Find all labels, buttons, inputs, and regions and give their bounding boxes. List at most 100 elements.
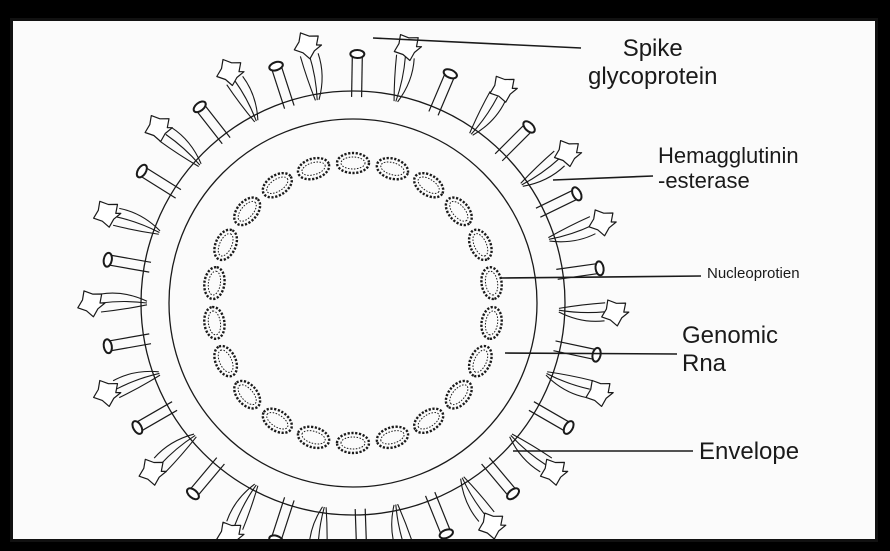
spike-stem xyxy=(326,507,327,539)
he-tube-side xyxy=(199,464,225,495)
hemagglutinin-esterase xyxy=(135,163,181,198)
he-tube-side xyxy=(272,497,284,535)
he-tube-side xyxy=(352,57,353,97)
he-cap xyxy=(438,528,454,539)
rna-loop xyxy=(410,168,448,202)
rna-loop xyxy=(374,423,410,451)
rna-loop xyxy=(295,423,331,451)
hemagglutinin-esterase xyxy=(536,186,584,217)
he-tube-side xyxy=(489,458,515,489)
spike-stem xyxy=(113,225,159,234)
spike-head xyxy=(139,459,166,485)
hemagglutinin-esterase xyxy=(185,458,224,502)
he-tube-side xyxy=(495,126,523,154)
he-tube-side xyxy=(205,106,230,138)
rna-coil xyxy=(229,193,265,230)
rna-loop-inner xyxy=(415,409,442,432)
he-cap xyxy=(442,67,458,80)
spike-head xyxy=(555,141,582,167)
hemagglutinin-esterase xyxy=(482,458,521,502)
rna-loop-inner xyxy=(484,270,499,295)
he-tube-side xyxy=(553,351,592,359)
spike-label-line2: glycoprotein xyxy=(588,63,717,91)
he-cap xyxy=(130,419,144,435)
spike-stem xyxy=(235,485,257,526)
spike-stem xyxy=(101,305,147,312)
rna-loop xyxy=(258,404,296,438)
spike-stem xyxy=(559,310,605,312)
nucleoprotein-label: Nucleoprotien xyxy=(707,265,800,282)
spike-head xyxy=(602,300,629,326)
spike-glycoproteins xyxy=(78,33,629,539)
viral-envelope xyxy=(141,91,565,515)
genomic-rna-label: Genomic Rna xyxy=(682,322,778,377)
spike-glycoprotein xyxy=(94,201,160,234)
genomic-label-line1: Genomic xyxy=(682,322,778,349)
spike-stem xyxy=(243,76,258,120)
spike-head xyxy=(145,116,172,142)
hemagglutinin-esterase xyxy=(529,402,576,436)
hemagglutinin-esterase xyxy=(192,99,230,143)
he-cap xyxy=(192,99,208,114)
hemagglutinin-esterase xyxy=(268,60,294,108)
rna-coil xyxy=(295,423,331,451)
spike-glycoprotein xyxy=(394,35,421,102)
hemagglutinin-esterase xyxy=(426,492,455,539)
he-tube-side xyxy=(365,509,366,539)
rna-coil xyxy=(465,342,496,379)
rna-loop-inner xyxy=(235,198,260,224)
spike-stem xyxy=(510,437,541,472)
rna-loop xyxy=(410,404,448,438)
he-cap xyxy=(570,186,583,202)
rna-loop xyxy=(258,168,296,202)
he-cap xyxy=(505,486,521,501)
spike-stem xyxy=(154,434,194,458)
hemagglutinin-esterase xyxy=(130,402,177,436)
rna-coil xyxy=(374,423,410,451)
spike-glycoprotein xyxy=(78,291,147,317)
rna-loop-inner xyxy=(446,198,471,224)
spike-head xyxy=(586,381,613,407)
he-cap xyxy=(562,419,576,435)
spike-glycoprotein xyxy=(510,434,568,485)
hemagglutinin-esterase xyxy=(355,509,369,539)
spike-glycoprotein xyxy=(217,484,258,539)
genomic-label-line2: Rna xyxy=(682,350,778,378)
genomic-rna-helix xyxy=(202,153,504,453)
rna-coil xyxy=(410,404,448,438)
spike-stem xyxy=(559,312,605,321)
he-cap xyxy=(135,163,149,179)
rna-loop xyxy=(229,376,265,413)
hema-label-line1: Hemagglutinin xyxy=(658,143,799,168)
he-tube-side xyxy=(529,410,564,430)
he-tube-side xyxy=(142,410,177,430)
hemagglutinin-esterase-proteins xyxy=(103,50,605,539)
rna-loop xyxy=(374,155,410,183)
rna-coil xyxy=(258,404,296,438)
spike-head xyxy=(589,210,616,236)
he-cap xyxy=(268,60,284,72)
spike-stem xyxy=(101,293,147,301)
rna-coil xyxy=(229,376,265,413)
spike-glycoprotein xyxy=(139,434,196,485)
hemagglutinin-esterase xyxy=(429,67,458,115)
rna-loop xyxy=(295,155,331,183)
he-tube-side xyxy=(147,168,181,189)
envelope-outer-ring xyxy=(141,91,565,515)
he-tube-side xyxy=(198,112,223,144)
spike-head xyxy=(479,513,506,539)
spike-head xyxy=(94,381,121,407)
spike-head xyxy=(541,459,568,485)
spike-glycoprotein xyxy=(559,300,629,326)
spike-head xyxy=(217,60,244,86)
spike-glycoprotein xyxy=(145,116,201,167)
spike-glycoprotein xyxy=(546,372,613,407)
he-cap xyxy=(350,50,364,58)
rna-loop-inner xyxy=(215,231,236,258)
spike-head xyxy=(217,522,244,539)
rna-loop-inner xyxy=(264,174,291,197)
spike-head xyxy=(490,76,517,102)
hemagglutinin-esterase xyxy=(268,497,294,539)
spike-glycoprotein xyxy=(548,210,616,242)
rna-loop-inner xyxy=(341,437,365,449)
